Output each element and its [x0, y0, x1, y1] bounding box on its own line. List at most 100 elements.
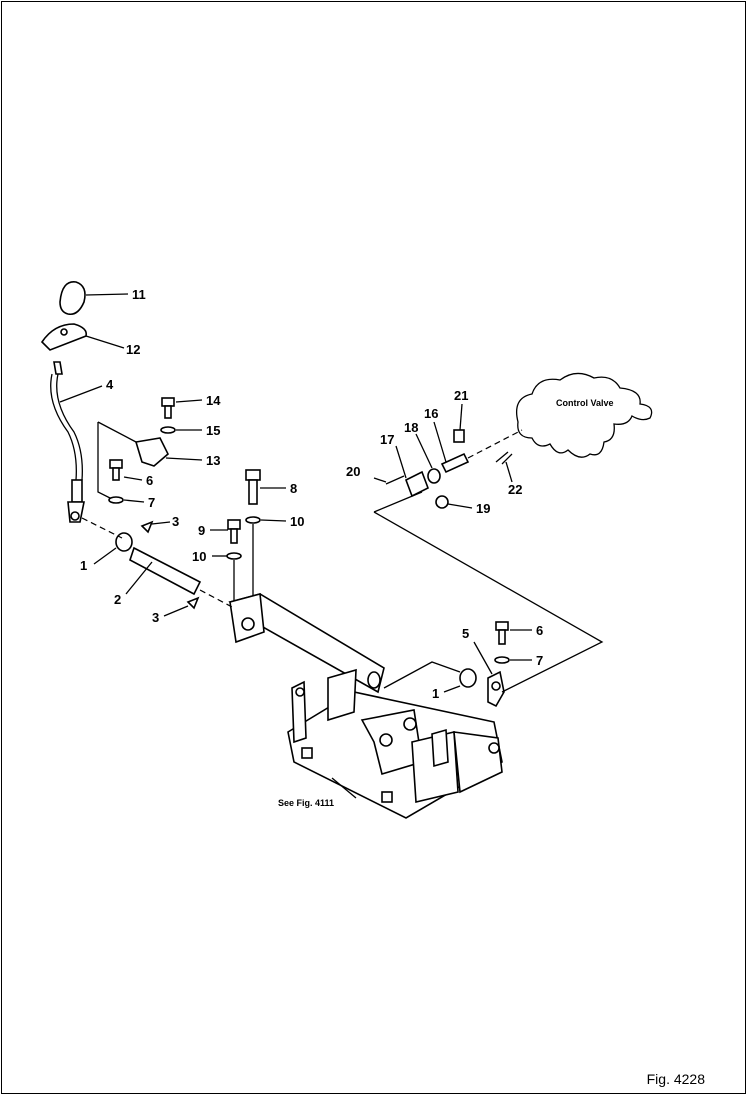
washer-part-10b — [226, 552, 242, 560]
leader-17 — [395, 445, 407, 479]
leader-7a — [123, 499, 145, 503]
label-21: 21 — [454, 388, 468, 403]
knob-part-11 — [59, 281, 86, 316]
label-4: 4 — [106, 377, 114, 392]
leader-4 — [59, 385, 103, 403]
lever-tip — [53, 361, 63, 375]
base-slot — [431, 728, 449, 768]
base-far-hole — [488, 742, 500, 754]
base-foot-left — [301, 747, 313, 759]
leader-20 — [373, 477, 387, 483]
label-13: 13 — [206, 453, 220, 468]
label-3a: 3 — [172, 514, 179, 529]
bracket-part-13 — [134, 437, 169, 467]
link-frame-top — [373, 491, 423, 513]
leader-11 — [85, 293, 129, 296]
base-plate-far-right — [453, 731, 503, 794]
bracket-guide — [97, 422, 115, 501]
lever-5-hole — [491, 681, 501, 691]
bolt-head-6b — [495, 621, 509, 631]
leader-10a — [260, 519, 287, 522]
bolt-shank-6a — [112, 467, 120, 481]
lever-rod-right — [56, 373, 83, 481]
label-17: 17 — [380, 432, 394, 447]
nut-part-18 — [427, 468, 441, 484]
rod-part-16 — [440, 452, 470, 474]
label-7a: 7 — [148, 495, 155, 510]
base-mid-hole — [379, 733, 393, 747]
washer-part-15 — [160, 426, 176, 434]
leader-12 — [85, 335, 125, 349]
leader-see-fig — [331, 777, 357, 799]
pin-part-20 — [385, 475, 405, 485]
label-10a: 10 — [290, 514, 304, 529]
label-19: 19 — [476, 501, 490, 516]
leader-3b — [163, 605, 189, 617]
see-fig-note: See Fig. 4111 — [278, 798, 334, 808]
label-15: 15 — [206, 423, 220, 438]
label-16: 16 — [424, 406, 438, 421]
alignment-line-mid — [199, 589, 235, 609]
label-22: 22 — [508, 482, 522, 497]
shaft-part-2 — [129, 546, 202, 596]
washer-part-10a — [245, 516, 261, 524]
lever-spring — [71, 479, 83, 503]
boot-hole — [60, 328, 68, 336]
leader-18 — [415, 433, 433, 469]
leader-1a — [93, 547, 117, 565]
label-6a: 6 — [146, 473, 153, 488]
label-10b: 10 — [192, 549, 206, 564]
label-12: 12 — [126, 342, 140, 357]
leader-14 — [175, 399, 203, 403]
leader-2 — [125, 561, 153, 595]
washer-part-7a — [108, 496, 124, 504]
base-post-hole — [295, 687, 305, 697]
bolt-shank-9 — [230, 528, 238, 544]
label-3b: 3 — [152, 610, 159, 625]
lever-beam-end — [367, 671, 381, 689]
pin-part-19 — [435, 495, 449, 509]
control-valve-note: Control Valve — [556, 398, 614, 408]
leader-21 — [459, 403, 463, 431]
bolt-shank-6b — [498, 629, 506, 645]
lever-mount-hole — [241, 617, 255, 631]
label-11: 11 — [132, 287, 146, 302]
boot-part-12 — [40, 323, 88, 351]
yoke-part-17 — [404, 470, 430, 498]
clip-part-22 — [495, 451, 513, 465]
pin-part-3a — [140, 520, 154, 534]
bolt-head-9 — [227, 519, 241, 530]
base-mid-hole-2 — [403, 717, 417, 731]
pin-part-3b — [186, 596, 200, 610]
label-9: 9 — [198, 523, 205, 538]
lever-rod-left — [50, 373, 77, 481]
link-beam-bushing — [383, 661, 461, 689]
leader-5 — [473, 641, 493, 675]
bolt-shank-14 — [164, 405, 172, 419]
leader-3a — [151, 521, 171, 525]
bolt-head-14 — [161, 397, 175, 407]
washer-part-7b — [494, 656, 510, 664]
bolt-head-6a — [109, 459, 123, 469]
alignment-line-left — [81, 517, 123, 539]
bracket-link — [97, 421, 137, 443]
leader-1b — [443, 685, 461, 693]
label-7b: 7 — [536, 653, 543, 668]
leader-16 — [433, 421, 447, 463]
label-1a: 1 — [80, 558, 87, 573]
label-1b: 1 — [432, 686, 439, 701]
leader-13 — [165, 457, 203, 461]
rod-to-valve-dash — [467, 429, 523, 459]
leader-22 — [505, 461, 513, 483]
control-valve-outline — [515, 372, 653, 458]
base-post-left — [291, 680, 307, 744]
lever-eye — [70, 511, 80, 521]
link-frame-loop — [373, 511, 604, 693]
label-5: 5 — [462, 626, 469, 641]
label-14: 14 — [206, 393, 221, 408]
bolt-head-8 — [245, 469, 261, 481]
label-8: 8 — [290, 481, 297, 496]
leader-6a — [123, 476, 143, 481]
